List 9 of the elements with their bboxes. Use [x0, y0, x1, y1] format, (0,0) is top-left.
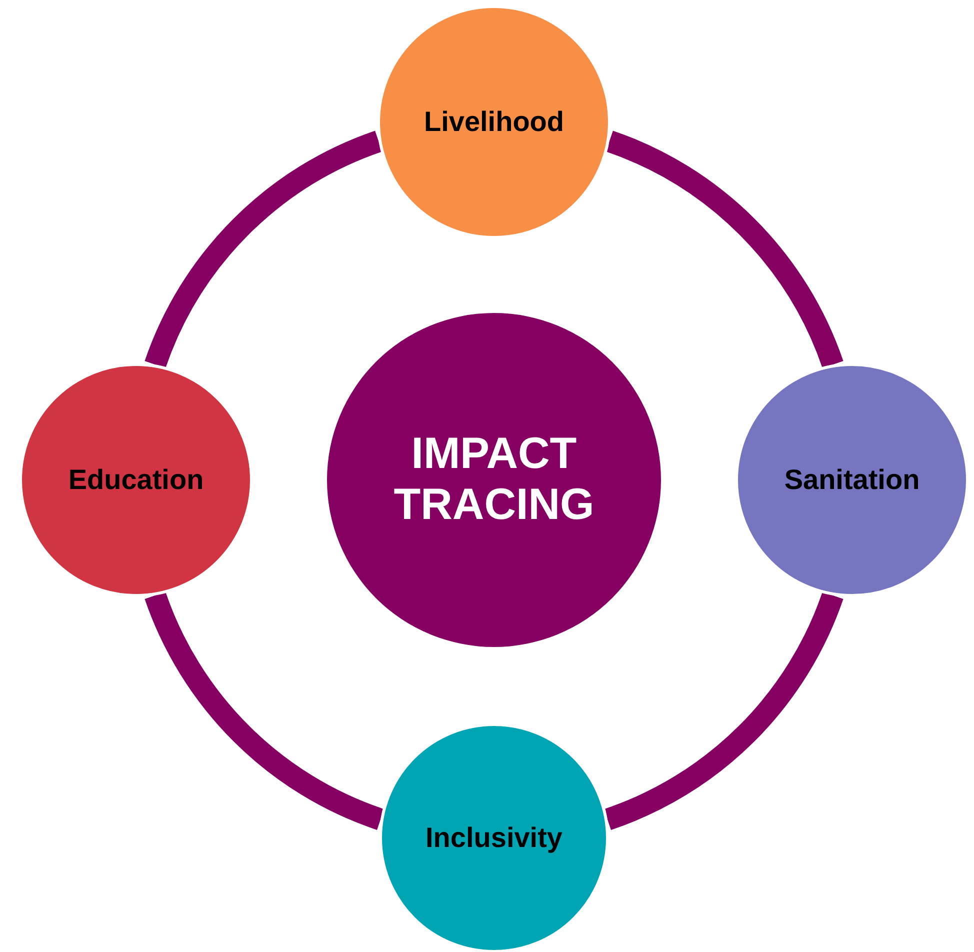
ring-connector [144, 591, 385, 830]
topic-label: Inclusivity [426, 822, 562, 854]
topic-label: Sanitation [784, 464, 920, 496]
center-title: IMPACT TRACING [392, 429, 596, 531]
topic-label: Livelihood [424, 106, 564, 138]
topic-label: Education [68, 464, 204, 496]
ring-connector [605, 130, 844, 369]
ring-connector [603, 591, 844, 830]
ring-connector [144, 130, 383, 369]
